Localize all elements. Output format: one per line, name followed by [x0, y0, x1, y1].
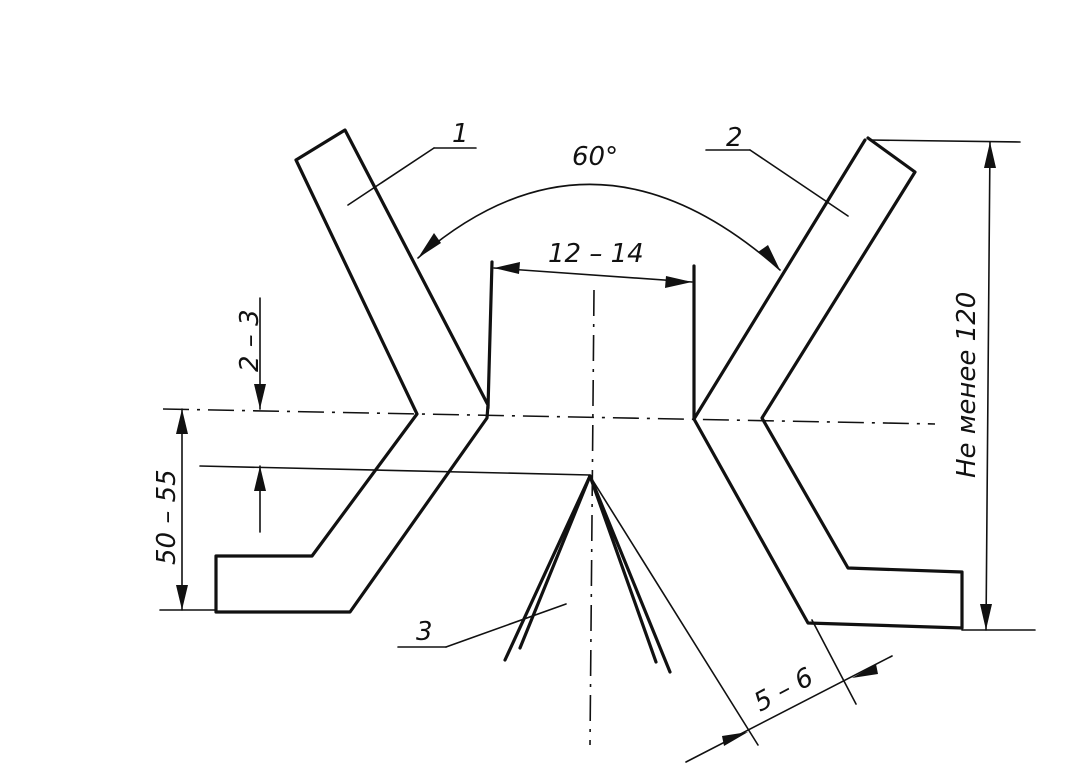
part2-label: 2 [726, 123, 743, 153]
leader-part1: 1 [347, 119, 477, 206]
part1-label: 1 [452, 119, 469, 149]
gap-width-dimension: 12 – 14 [493, 239, 693, 288]
part3-label: 3 [416, 617, 433, 647]
height-label: 50 – 55 [152, 469, 182, 565]
height-dimension: 50 – 55 [152, 408, 188, 611]
left-plate [214, 128, 490, 614]
center-lines [162, 289, 936, 746]
length-dimension: Не менее 120 [952, 141, 996, 631]
leader-part2: 2 [705, 123, 849, 217]
angle-label: 60° [572, 142, 618, 172]
tip-offset-label: 2 – 3 [235, 309, 265, 372]
gap-walls [486, 260, 696, 420]
leader-part3: 3 [397, 603, 567, 648]
extension-lines [159, 139, 1036, 631]
electrode [503, 474, 759, 746]
spacing-label: 5 – 6 [749, 662, 818, 718]
length-label: Не менее 120 [952, 292, 982, 478]
angle-dimension: 60° [417, 142, 781, 271]
tip-offset-dimension: 2 – 3 [235, 297, 266, 533]
gap-width-label: 12 – 14 [548, 239, 644, 269]
right-plate [692, 136, 964, 630]
spacing-dimension: 5 – 6 [685, 619, 893, 763]
